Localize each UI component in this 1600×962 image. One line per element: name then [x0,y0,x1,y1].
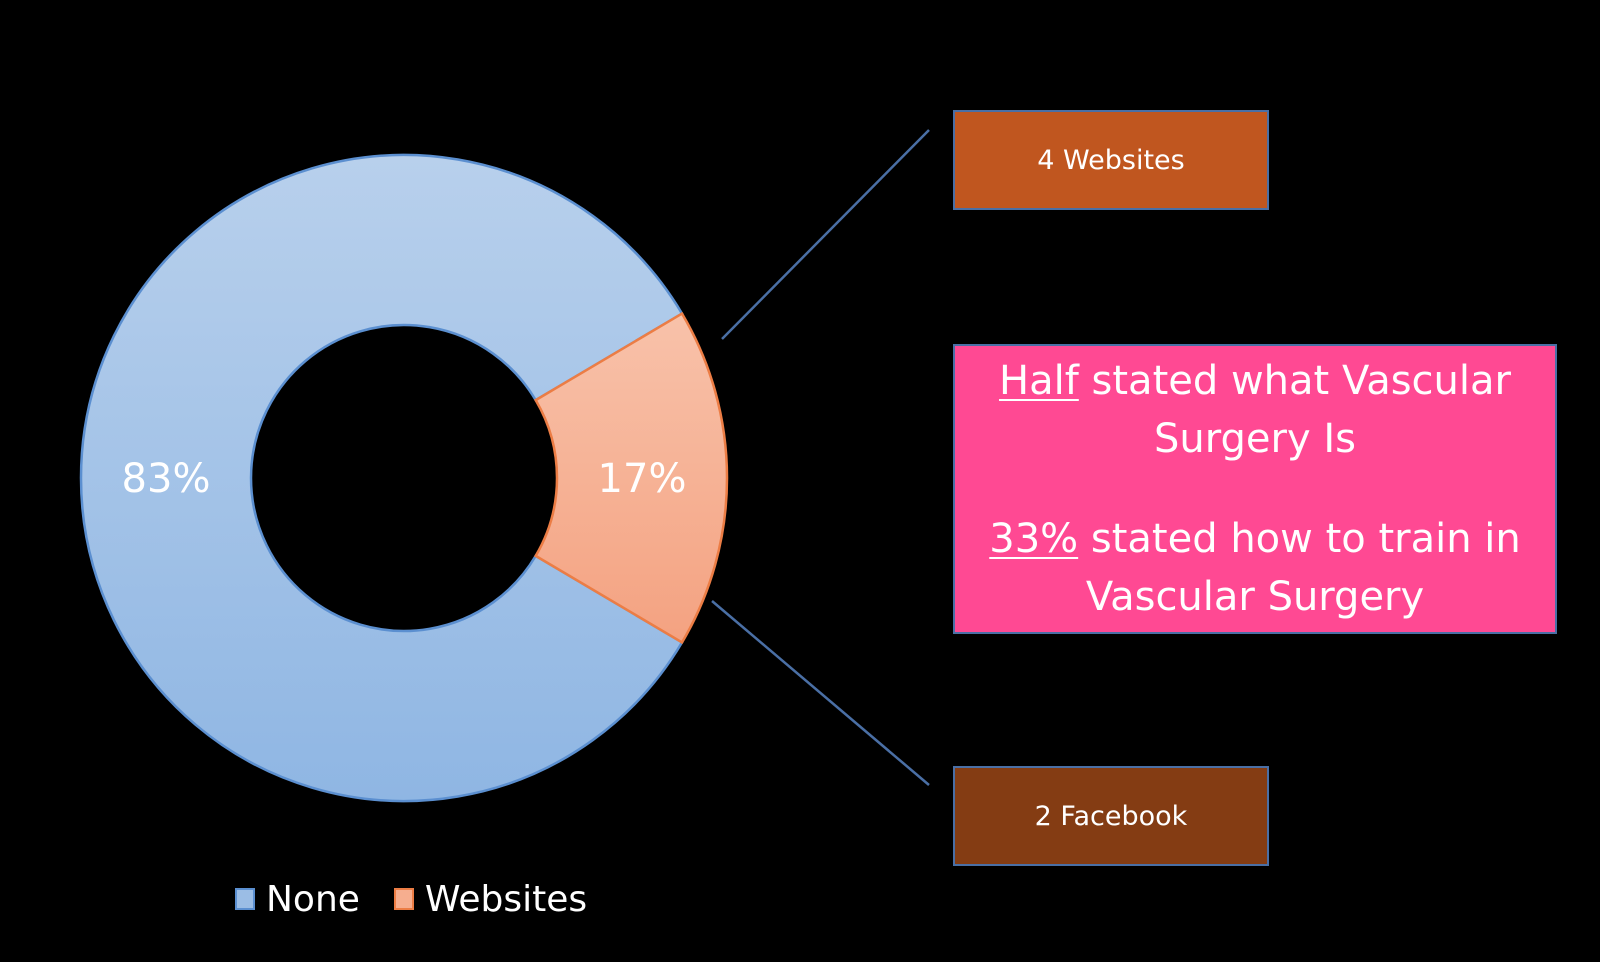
info-line-3: 33% stated how to train in [989,510,1520,568]
info-line-2: Surgery Is [1154,416,1356,462]
legend-swatch-websites [393,888,414,910]
chart-legend: None Websites [235,874,621,924]
slice-label-none: 83% [122,456,211,502]
slice-none [79,153,684,803]
legend-item-websites: Websites [393,878,588,920]
legend-label-websites: Websites [424,878,588,920]
facebook-callout-box: 2 Facebook [953,766,1269,866]
info-emphasis-33: 33% [989,516,1079,562]
info-callout-box: Half stated what Vascular Surgery Is 33%… [953,344,1557,634]
info-line-1: Half stated what Vascular [999,352,1511,410]
info-line-3-rest: stated how to train in [1078,516,1521,562]
websites-callout-text: 4 Websites [1037,144,1185,176]
facebook-callout-text: 2 Facebook [1034,800,1188,832]
legend-label-none: None [266,878,360,920]
legend-swatch-none [235,888,255,910]
info-emphasis-half: Half [999,358,1079,404]
legend-item-none: None [235,879,360,920]
connector-line-websites [721,129,930,340]
connector-line-facebook [711,600,930,786]
info-line-4: Vascular Surgery [1085,574,1425,620]
slice-websites [533,311,729,645]
websites-callout-box: 4 Websites [953,110,1269,210]
slice-label-websites: 17% [598,456,687,502]
info-line-1-rest: stated what Vascular [1078,358,1511,404]
